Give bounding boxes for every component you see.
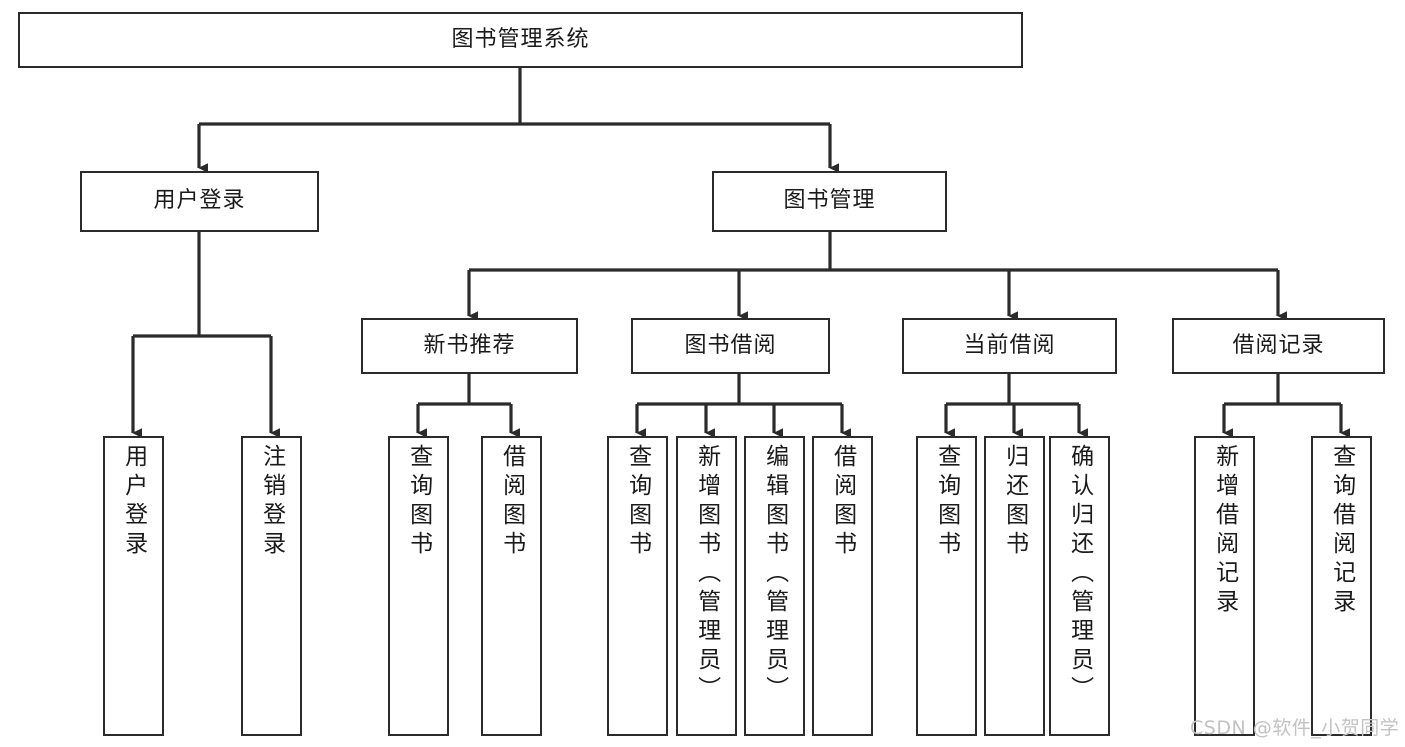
node-new-book-recommendation[interactable]: 新书推荐 (361, 318, 578, 374)
leaf-user-login[interactable]: 用户登录 (103, 436, 164, 736)
leaf-logout[interactable]: 注销登录 (241, 436, 302, 736)
leaf-confirm-return-admin[interactable]: 确认归还（管理员） (1049, 436, 1110, 736)
leaf-label: 借阅图书 (498, 444, 525, 560)
leaf-edit-book-admin[interactable]: 编辑图书（管理员） (744, 436, 805, 736)
leaf-query-borrow-record[interactable]: 查询借阅记录 (1311, 436, 1372, 736)
leaf-borrow-book[interactable]: 借阅图书 (812, 436, 873, 736)
leaf-query-book-borrow[interactable]: 查询图书 (607, 436, 668, 736)
node-borrow-record[interactable]: 借阅记录 (1172, 318, 1385, 374)
leaf-label: 新增图书（管理员） (693, 444, 720, 705)
node-current-borrow[interactable]: 当前借阅 (902, 318, 1117, 374)
leaf-label: 归还图书 (1001, 444, 1028, 560)
leaf-label: 注销登录 (258, 444, 285, 560)
leaf-add-borrow-record[interactable]: 新增借阅记录 (1194, 436, 1255, 736)
leaf-borrow-book-newrec[interactable]: 借阅图书 (481, 436, 542, 736)
leaf-label: 查询图书 (405, 444, 432, 560)
node-label: 当前借阅 (963, 332, 1056, 358)
node-label: 用户登录 (153, 188, 246, 214)
node-book-borrow[interactable]: 图书借阅 (631, 318, 830, 374)
node-user-login[interactable]: 用户登录 (80, 171, 319, 232)
leaf-query-book-newrec[interactable]: 查询图书 (388, 436, 449, 736)
leaf-label: 查询图书 (933, 444, 960, 560)
leaf-label: 查询图书 (624, 444, 651, 560)
node-label: 图书借阅 (684, 332, 777, 358)
leaf-add-book-admin[interactable]: 新增图书（管理员） (676, 436, 737, 736)
leaf-query-book-current[interactable]: 查询图书 (916, 436, 977, 736)
leaf-label: 借阅图书 (829, 444, 856, 560)
node-label: 图书管理系统 (451, 26, 590, 52)
node-root-book-management-system[interactable]: 图书管理系统 (18, 12, 1023, 68)
leaf-label: 查询借阅记录 (1328, 444, 1355, 618)
leaf-return-book[interactable]: 归还图书 (984, 436, 1045, 736)
node-label: 新书推荐 (423, 332, 516, 358)
leaf-label: 新增借阅记录 (1211, 444, 1238, 618)
node-label: 借阅记录 (1232, 332, 1325, 358)
leaf-label: 编辑图书（管理员） (761, 444, 788, 705)
leaf-label: 确认归还（管理员） (1066, 444, 1093, 705)
node-label: 图书管理 (783, 188, 876, 214)
leaf-label: 用户登录 (120, 444, 147, 560)
node-book-management[interactable]: 图书管理 (712, 171, 947, 232)
